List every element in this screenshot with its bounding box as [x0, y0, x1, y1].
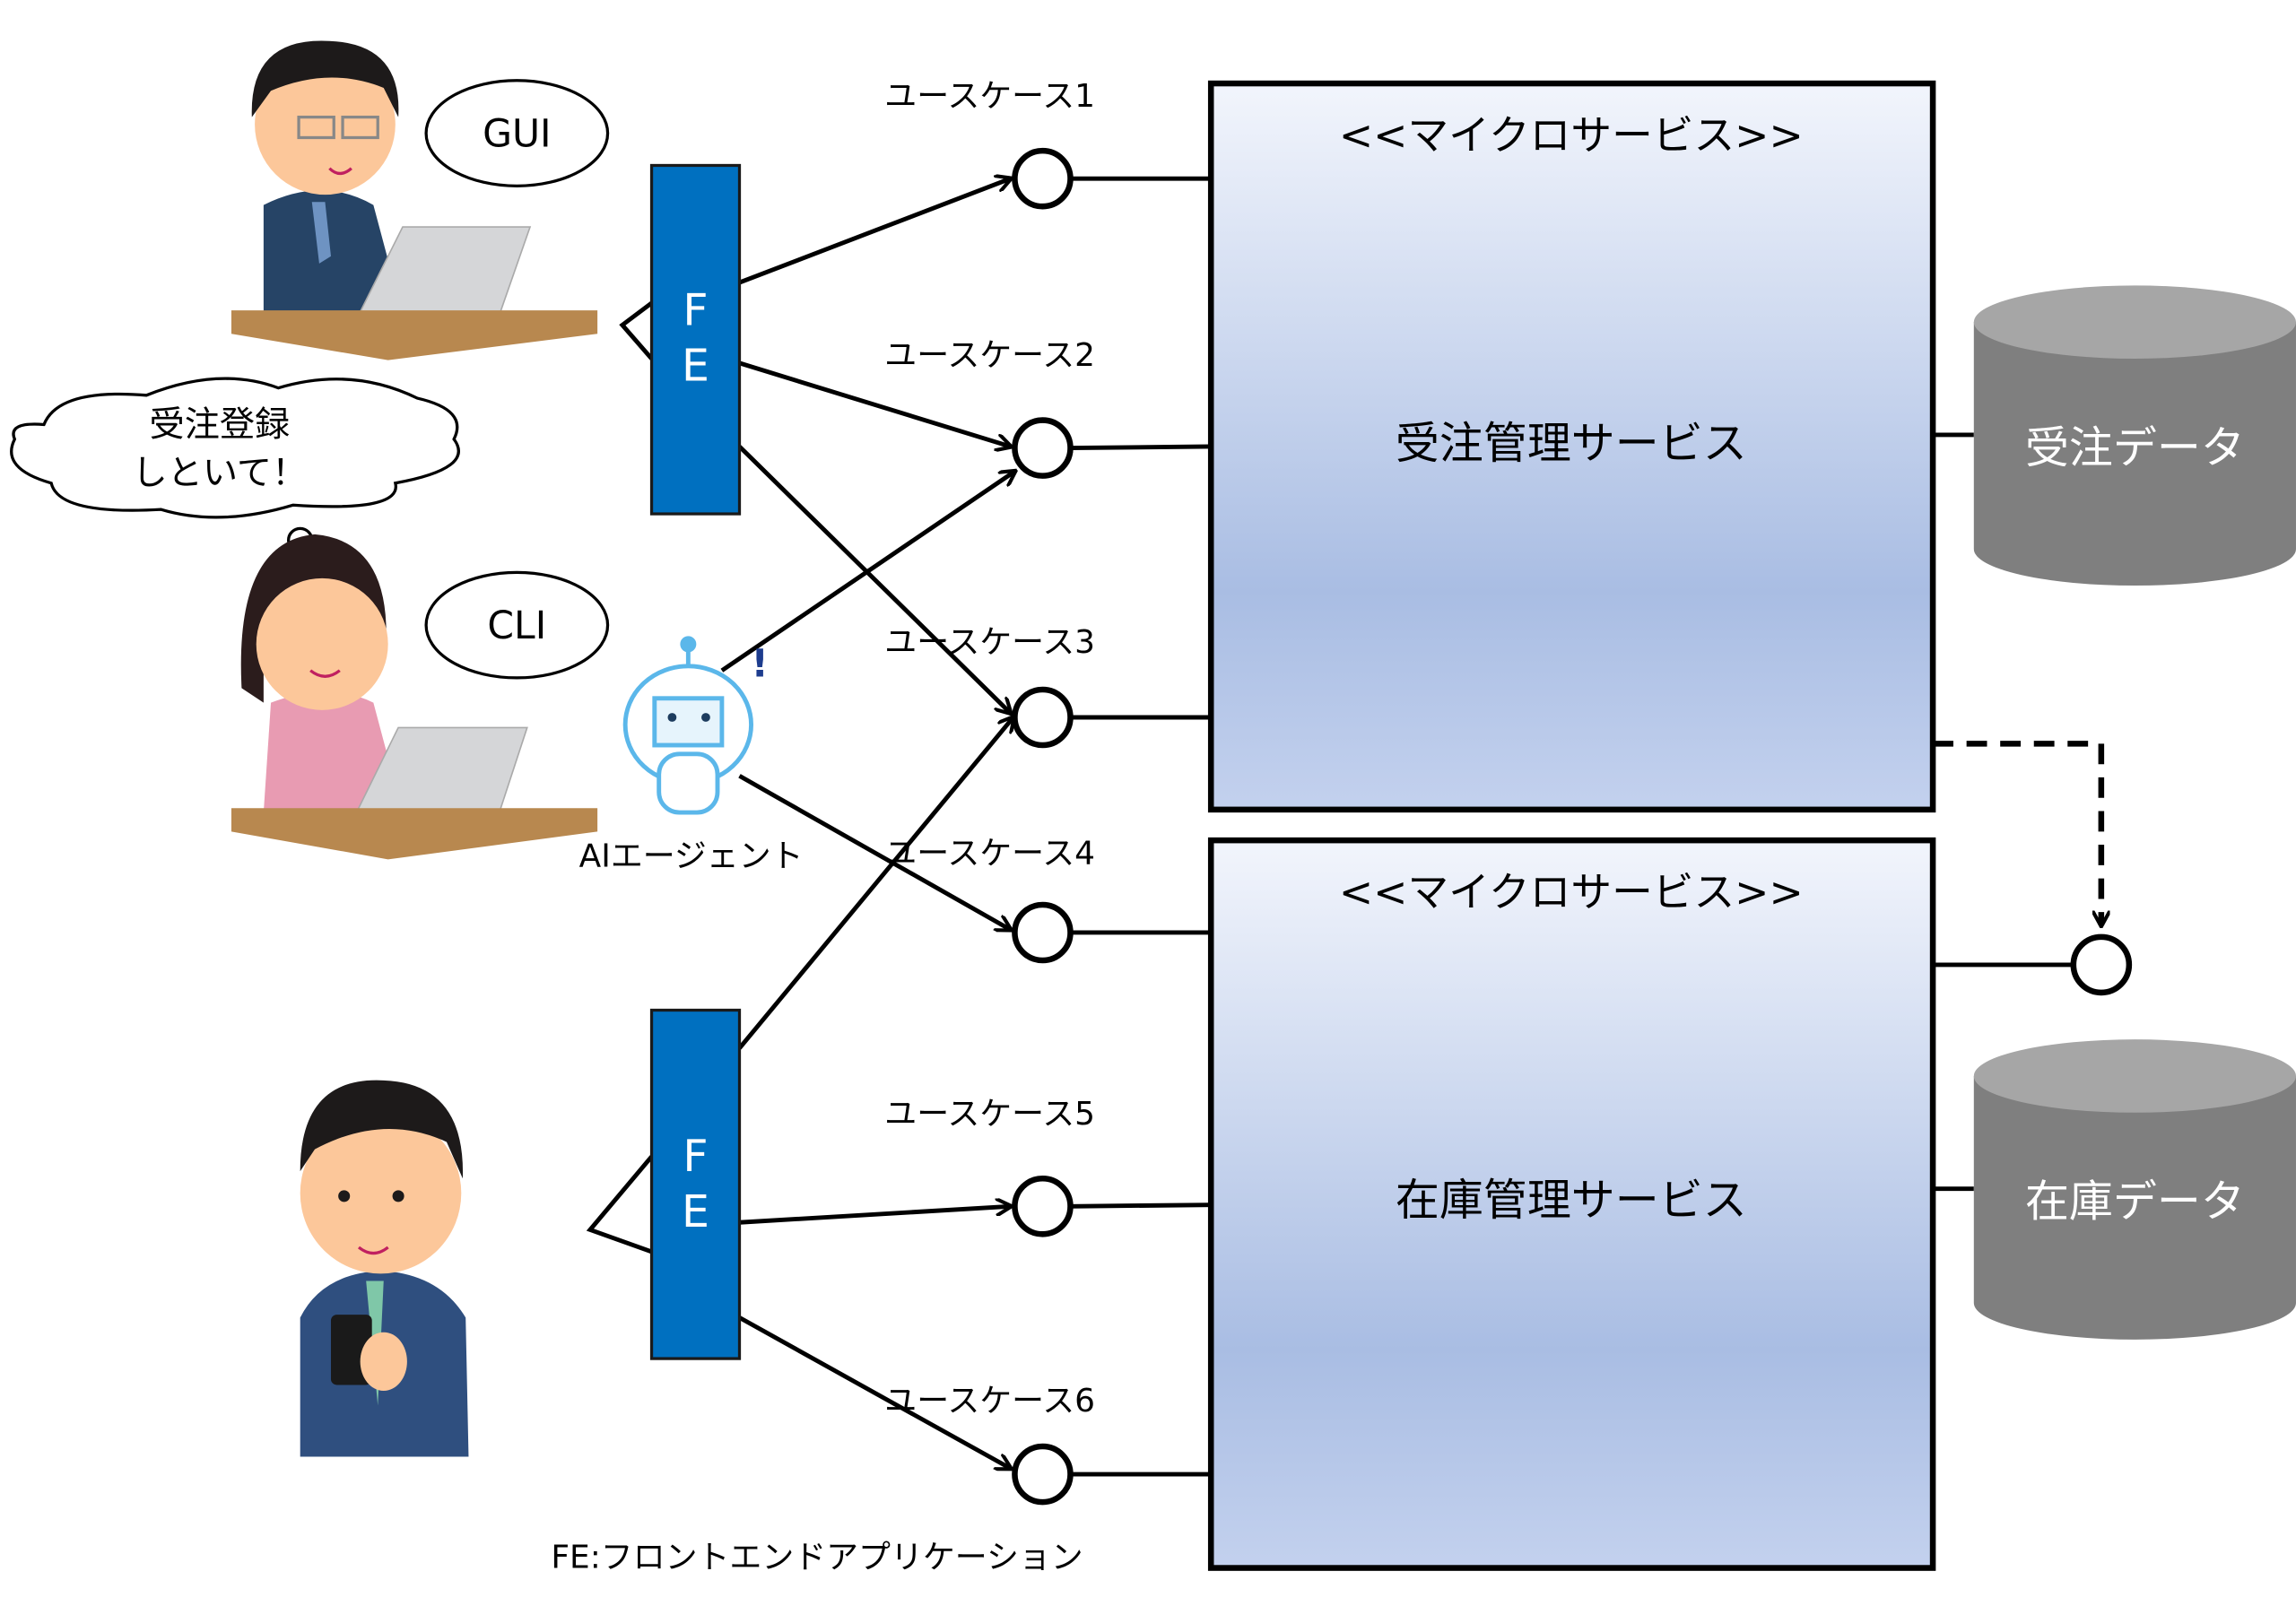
use-cases: ユースケース1 ユースケース2 ユースケース3 ユースケース4 ユースケース5 … [884, 78, 1095, 1506]
cli-label: CLI [487, 604, 546, 648]
speech-cloud: 受注登録 しといて！ [10, 377, 460, 581]
mobile-fork [586, 1155, 654, 1254]
robot-icon [622, 636, 754, 815]
agent-label: AIエージェント [579, 838, 804, 875]
mobile-user-illustration [300, 1080, 469, 1457]
service-stereotype: <<マイクロサービス>> [1339, 869, 1804, 916]
use-case-label: ユースケース2 [884, 337, 1095, 374]
fe-letter: F [683, 284, 708, 335]
connectors [586, 178, 2101, 1477]
gui-user-illustration [230, 40, 598, 360]
fe1-uc1 [738, 178, 1010, 285]
service-stereotype: <<マイクロサービス>> [1339, 112, 1804, 160]
alert-mark: ! [752, 642, 769, 686]
fe2-uc5 [739, 1206, 1010, 1225]
fe1-uc2 [738, 360, 1010, 447]
cli-user-illustration [230, 534, 598, 860]
gui-cli-fork [619, 300, 654, 360]
agent-uc4 [738, 774, 1010, 929]
fe2-uc6 [738, 1315, 1010, 1468]
service-name: 受注管理サービス [1396, 418, 1747, 469]
frontend-2[interactable]: F E [649, 1008, 742, 1360]
use-case-circle[interactable] [1012, 686, 1074, 749]
use-case-circle[interactable] [1012, 147, 1074, 210]
service-name: 在庫管理サービス [1396, 1175, 1747, 1226]
database-label: 受注データ [2025, 422, 2245, 473]
service-inventory[interactable]: <<マイクロサービス>> 在庫管理サービス [1207, 837, 1936, 1571]
fe2-uc3 [737, 717, 1013, 1050]
use-case-label: ユースケース4 [884, 835, 1095, 872]
use-case-label: ユースケース5 [884, 1096, 1095, 1133]
speech-line: しといて！ [133, 453, 308, 493]
gui-label: GUI [483, 112, 551, 156]
use-case-circle[interactable] [1012, 417, 1074, 479]
agent-uc2 [720, 472, 1015, 673]
use-case-circle[interactable] [1012, 1176, 1074, 1237]
frontend-1[interactable]: F E [649, 163, 742, 516]
database-inventory[interactable]: 在庫データ [1973, 1039, 2296, 1340]
use-case-label: ユースケース1 [884, 78, 1095, 115]
fe-letter: E [682, 1186, 709, 1237]
service-order[interactable]: <<マイクロサービス>> 受注管理サービス [1207, 80, 1936, 813]
speech-line: 受注登録 [150, 405, 291, 446]
fe-letter: E [682, 340, 709, 391]
database-label: 在庫データ [2025, 1176, 2245, 1228]
inventory-interface [2070, 933, 2133, 996]
use-case-circle[interactable] [1012, 901, 1074, 964]
cli-bubble [424, 570, 610, 680]
gui-bubble [424, 79, 610, 187]
use-case-circle[interactable] [1012, 1443, 1074, 1506]
use-case-label: ユースケース3 [884, 624, 1095, 661]
fe1-uc3 [737, 445, 1010, 713]
database-order[interactable]: 受注データ [1973, 285, 2296, 586]
fe-letter: F [683, 1131, 708, 1182]
use-case-label: ユースケース6 [884, 1383, 1095, 1419]
dependency-arrow [1933, 741, 2101, 925]
legend-text: FE:フロントエンドアプリケーション [551, 1540, 1083, 1576]
